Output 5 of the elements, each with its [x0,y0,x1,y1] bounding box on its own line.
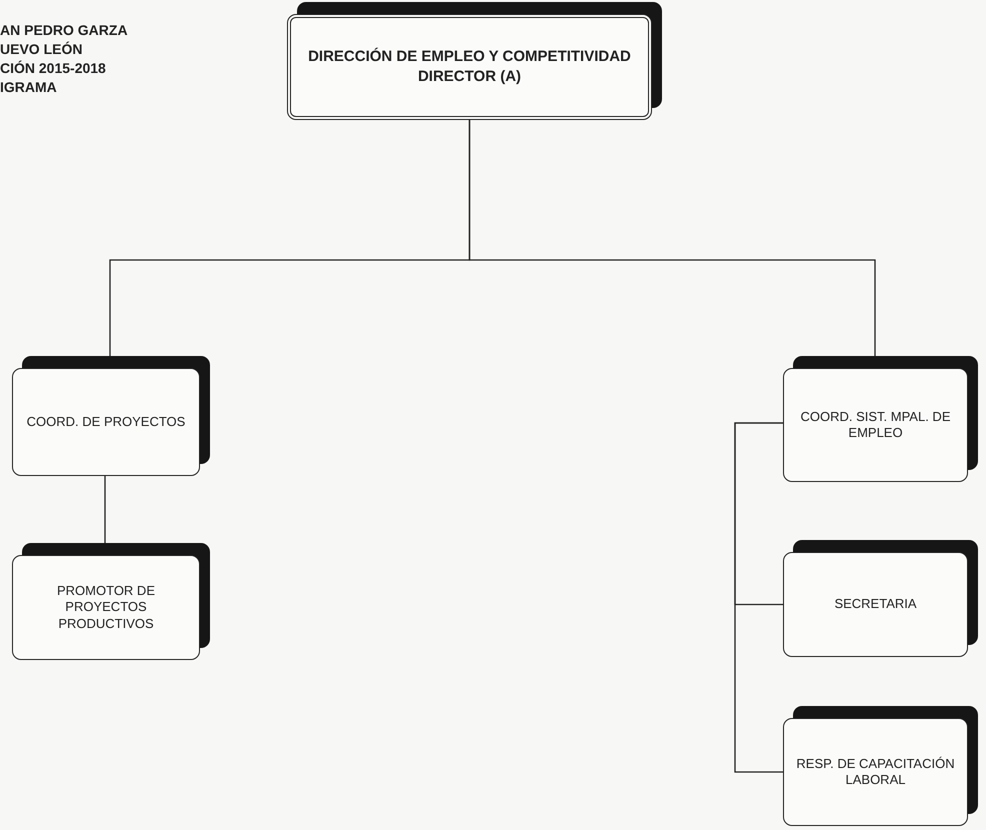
connector-line [734,422,783,773]
header-text: CIÓN 2015-2018 [0,60,106,76]
header-text: UEVO LEÓN [0,41,82,57]
header-text: AN PEDRO GARZA [0,22,128,38]
header-text: IGRAMA [0,79,57,95]
